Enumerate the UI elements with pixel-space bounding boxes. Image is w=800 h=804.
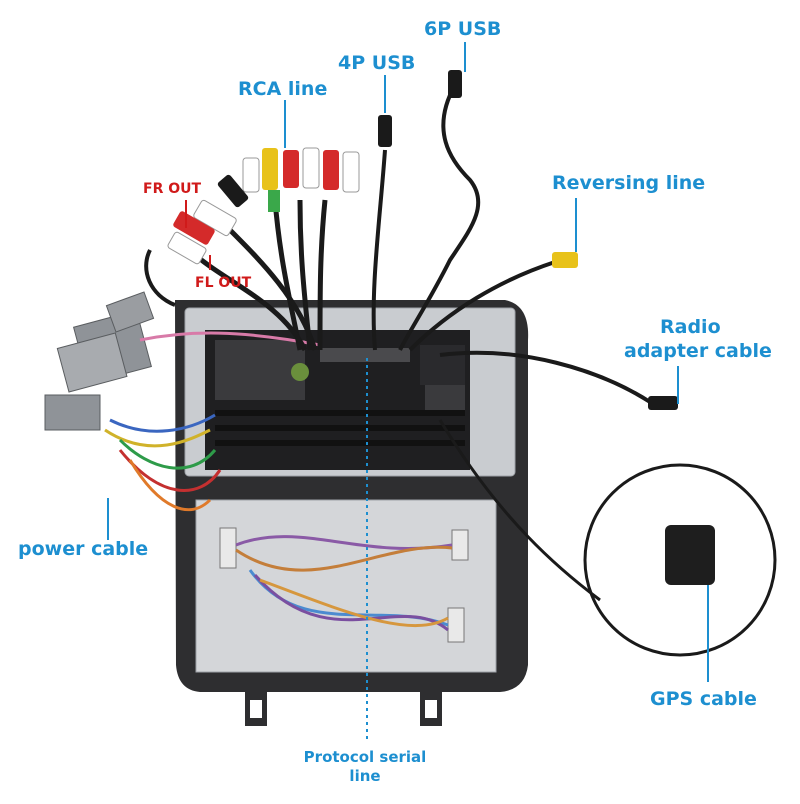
label-protocol-line1: Protocol serial	[303, 748, 427, 766]
label-4p-usb: 4P USB	[338, 52, 416, 74]
radio-adapter-cable	[439, 350, 678, 410]
label-rca-line: RCA line	[238, 78, 328, 100]
rca-plugs	[167, 147, 360, 265]
power-harness	[44, 291, 321, 511]
label-gps-cable: GPS cable	[650, 688, 757, 710]
label-radio-line2: adapter cable	[624, 340, 772, 362]
label-6p-usb: 6P USB	[424, 18, 502, 40]
gps-antenna	[438, 419, 777, 657]
rca-cables	[144, 147, 360, 352]
label-reversing-line: Reversing line	[552, 172, 706, 194]
label-fr-out: FR OUT	[143, 181, 202, 197]
label-protocol-serial-line: Protocol serial line	[295, 750, 435, 784]
callout-lines	[107, 42, 709, 742]
label-radio-line1: Radio	[660, 316, 721, 338]
usb-cables	[371, 70, 481, 351]
label-power-cable: power cable	[18, 538, 149, 560]
rear-panel-lower	[195, 499, 497, 673]
reversing-cable	[408, 252, 578, 352]
label-protocol-line2: line	[349, 767, 381, 785]
label-fl-out: FL OUT	[195, 275, 252, 291]
